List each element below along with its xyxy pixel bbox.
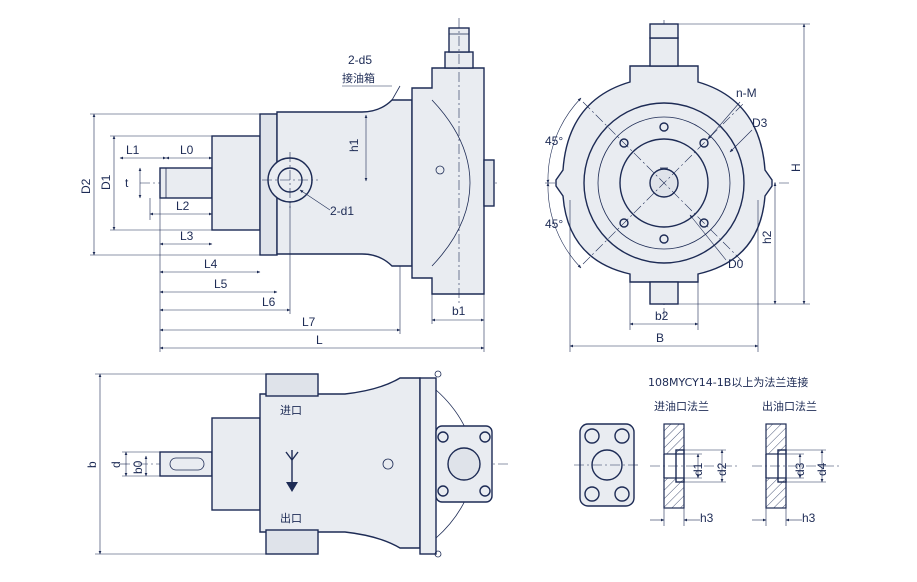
top-plug [382,458,394,470]
label-angle-top: 45° [545,134,563,148]
shaft [159,167,213,199]
top-keyway [169,457,205,471]
label-D3: D3 [752,116,768,130]
end-knob-top [649,23,679,39]
outlet-section-top [765,423,787,455]
housing-plate [483,159,495,207]
flow-arrow-tail [285,451,299,462]
top-rear-plate [419,377,437,555]
flange-inlet-title: 进油口法兰 [654,399,709,413]
label-t: t [125,176,129,190]
label-D1: D1 [99,174,113,190]
label-angle-bottom: 45° [545,217,563,231]
housing-curve [431,99,471,267]
label-d5: 2-d5 [348,53,372,67]
label-d2-flange: d2 [715,462,729,476]
leader-D3 [729,129,753,153]
top-screw [434,370,442,378]
label-d1-flange: d1 [691,462,705,476]
diag-2 [582,101,746,265]
label-b: b [85,461,99,468]
label-drain: 接油箱 [342,71,375,85]
label-d: d [109,461,123,468]
valve-housing [411,67,485,295]
flange-face-bolt [614,428,630,444]
label-d4-flange: d4 [815,462,829,476]
inlet-flange-section: d1 d2 h3 [650,423,740,526]
label-b2: b2 [655,309,669,323]
top-front-cover [211,417,261,511]
label-nM: n-M [736,86,757,100]
top-flange-bolt [437,485,449,497]
label-h1: h1 [347,138,361,152]
bolt-hole [699,138,709,148]
flange-face-bolt [584,486,600,502]
inlet-section-bottom [663,477,685,509]
arc-45-top [546,97,582,184]
housing-screw [435,165,445,175]
end-bolt-circle [597,116,731,250]
label-H: H [789,163,803,172]
end-view: 45° 45° n-M D3 D0 H h2 b2 B [545,20,810,352]
leader-nM [707,101,741,140]
flange-title: 108MYCY14-1B以上为法兰连接 [648,375,808,389]
front-view: 2-d5 接油箱 2-d1 h1 D2 D1 t L1 L0 L2 L3 L4 … [79,18,500,352]
label-L5: L5 [214,277,228,291]
inlet-section-top [663,423,685,455]
label-L6: L6 [262,295,276,309]
label-b0: b0 [131,460,145,474]
flange-face-bolt [614,486,630,502]
flange-detail: 108MYCY14-1B以上为法兰连接 进油口法兰 出油口法兰 d1 d2 [574,375,840,526]
end-outer-circle [583,102,745,264]
label-B: B [656,331,664,345]
label-L7: L7 [302,315,316,329]
outlet-section-bottom [765,477,787,509]
outlet-flange-section: d3 d4 h3 [752,423,840,526]
label-L4: L4 [204,257,218,271]
label-h2: h2 [760,230,774,244]
label-inlet: 进口 [280,404,302,417]
label-b1: b1 [452,304,466,318]
label-h3-out: h3 [802,511,816,525]
label-d3-flange: d3 [793,462,807,476]
label-D0: D0 [728,257,744,271]
flange-face-bolt [584,428,600,444]
outlet-port [265,529,319,555]
label-L0: L0 [180,143,194,157]
label-outlet: 出口 [280,511,302,525]
top-shaft [159,451,213,477]
front-cover [211,135,261,231]
top-flange-port [447,447,481,481]
leader-D0 [689,214,727,261]
end-foot [649,281,679,305]
top-flange-bolt [479,485,491,497]
bolt-hole [619,138,629,148]
flow-arrow-head [286,482,298,492]
label-L: L [316,333,323,347]
label-D2: D2 [79,178,93,194]
bolt-hole [659,234,669,244]
top-flange-bolt [437,431,449,443]
top-view: 进口 出口 b d b0 [85,370,510,558]
bolt-hole [659,122,669,132]
bolt-hole [699,218,709,228]
label-h3-in: h3 [700,511,714,525]
label-L3: L3 [180,229,194,243]
label-d1: 2-d1 [330,204,354,218]
arc-45-bottom [546,182,582,269]
flange-outlet-title: 出油口法兰 [762,399,817,413]
label-L1: L1 [126,143,140,157]
leader-d1 [299,189,331,211]
end-knob [649,37,679,67]
label-L2: L2 [176,199,190,213]
bolt-hole [619,218,629,228]
top-flange-bolt [479,431,491,443]
drain-leader [391,85,401,101]
inlet-port [265,373,319,397]
end-pilot [619,138,709,228]
top-screw [434,550,442,558]
